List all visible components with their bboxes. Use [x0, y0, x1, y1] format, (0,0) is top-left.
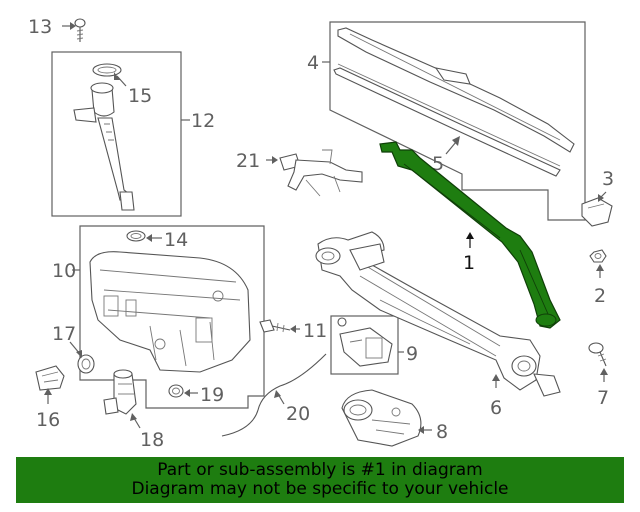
callout-10: 10: [52, 260, 76, 282]
part-6-wiper-linkage[interactable]: [315, 231, 561, 397]
part-10-reservoir-group[interactable]: [72, 225, 265, 409]
callout-11: 11: [303, 320, 327, 342]
part-2-nut[interactable]: [589, 249, 607, 263]
callout-19: 19: [200, 384, 224, 406]
part-17-grommet[interactable]: [77, 354, 95, 374]
callout-16: 16: [36, 409, 60, 431]
part-8-wiper-motor[interactable]: [341, 389, 422, 447]
part-13-bolt[interactable]: [62, 18, 86, 42]
callout-12: 12: [191, 110, 215, 132]
part-7-bolt[interactable]: [588, 342, 607, 367]
part-21-washer-nozzle[interactable]: [279, 149, 363, 197]
part-11-bolt[interactable]: [259, 319, 291, 333]
banner-line-1: Part or sub-assembly is #1 in diagram: [157, 460, 483, 480]
callout-7: 7: [597, 387, 609, 409]
info-banner: Part or sub-assembly is #1 in diagram Di…: [16, 457, 624, 503]
callout-18: 18: [140, 429, 164, 451]
callout-8: 8: [436, 421, 448, 443]
callout-2: 2: [594, 285, 606, 307]
part-20-hose[interactable]: [221, 353, 327, 437]
parts-diagram: 13 15 12 14 10: [28, 16, 614, 451]
part-18-washer-pump[interactable]: [103, 369, 137, 415]
callout-17: 17: [52, 323, 76, 345]
part-16-connector[interactable]: [35, 365, 65, 391]
callout-14: 14: [164, 229, 188, 251]
callout-9: 9: [406, 343, 418, 365]
callout-4: 4: [307, 52, 319, 74]
callout-1: 1: [463, 252, 475, 274]
callout-13: 13: [28, 16, 52, 38]
part-12-filler-neck-group[interactable]: [51, 51, 190, 217]
callout-15: 15: [128, 85, 152, 107]
part-1-wiper-arm[interactable]: [379, 141, 561, 329]
part-9-bracket-group[interactable]: [330, 315, 404, 375]
callout-20: 20: [286, 403, 310, 425]
banner-line-2: Diagram may not be specific to your vehi…: [131, 479, 509, 499]
part-3-arm-cap[interactable]: [581, 197, 613, 227]
callout-3: 3: [602, 168, 614, 190]
part-4-5-wiper-blade-group[interactable]: [322, 21, 586, 221]
callout-6: 6: [490, 397, 502, 419]
callout-21: 21: [236, 150, 260, 172]
